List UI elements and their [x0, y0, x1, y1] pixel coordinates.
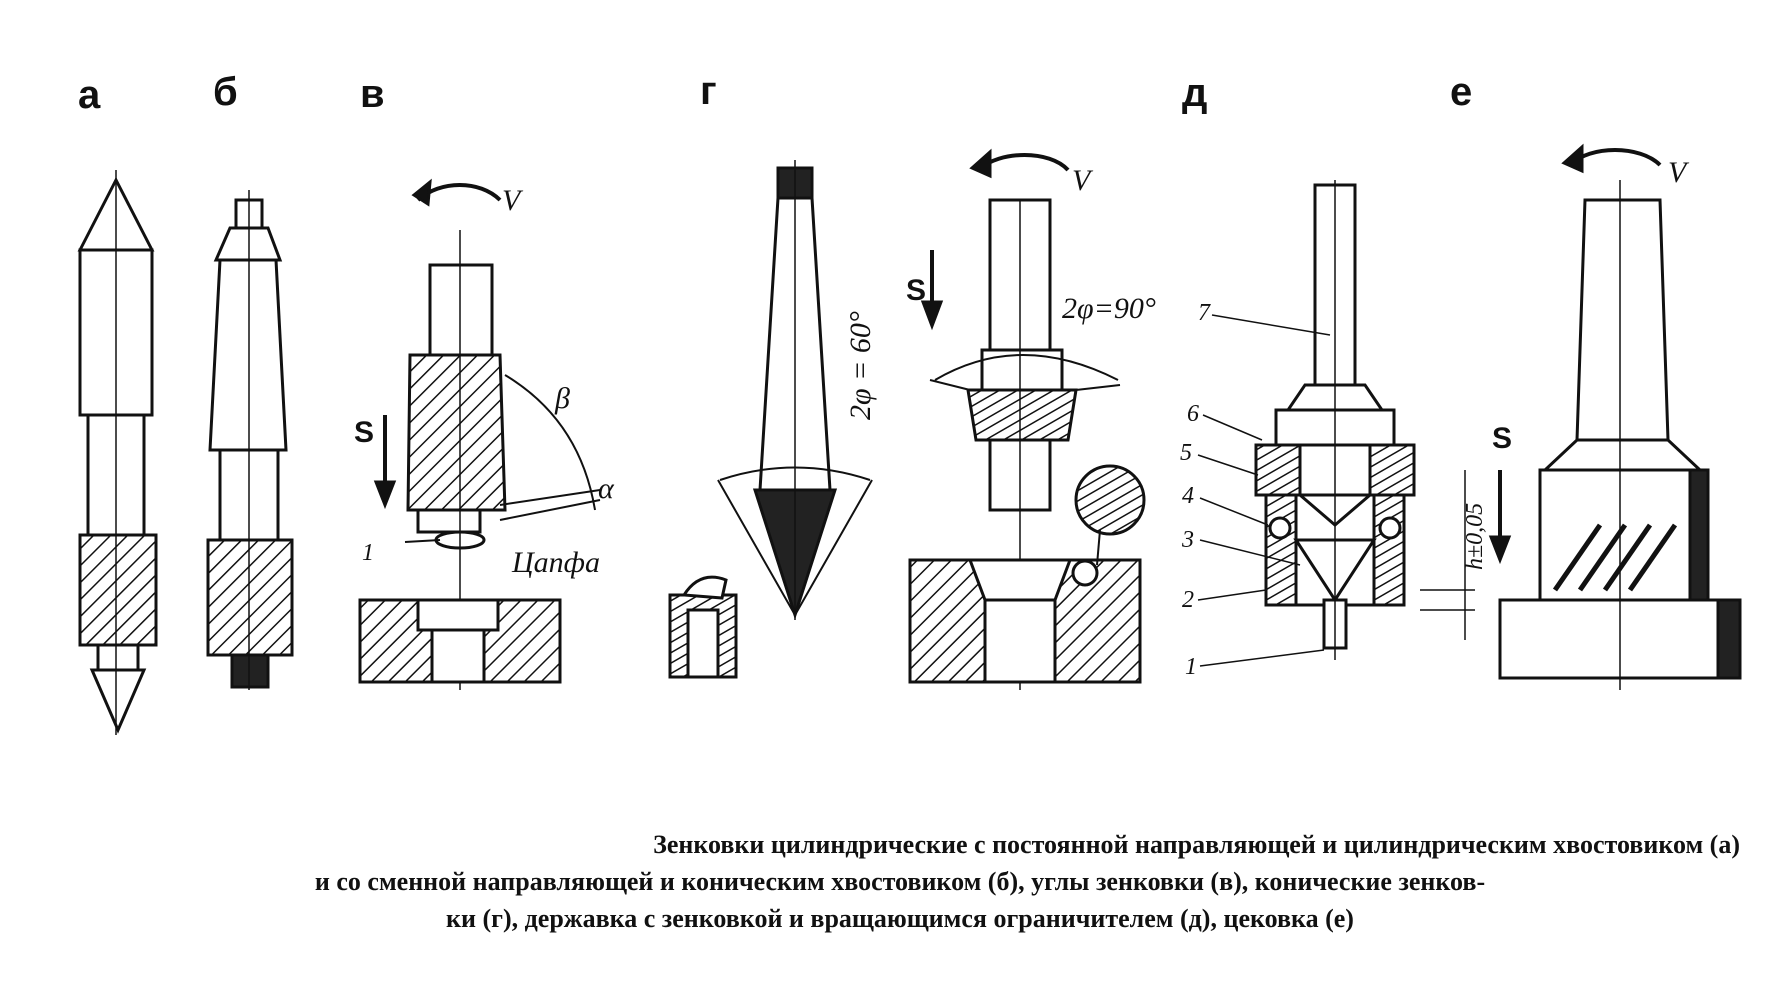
tool-e-counterbore [1488, 143, 1742, 690]
label-s-feed: S [354, 416, 374, 449]
label-v-rotation-e: V [1668, 156, 1690, 189]
caption-line-3: ки (г), державка с зенковкой и вращающим… [446, 904, 1354, 933]
panel-letter-a: а [78, 73, 101, 117]
label-alpha: α [598, 472, 615, 505]
panel-letter-b: б [213, 70, 238, 114]
label-v-rotation-g: V [1072, 164, 1094, 197]
label-part-1: 1 [1185, 654, 1197, 680]
label-part-2: 2 [1182, 587, 1194, 613]
tool-d-holder [1254, 180, 1475, 660]
label-v-rotation: V [502, 184, 524, 217]
tool-v [358, 178, 601, 690]
label-trunnion: Цапфа [511, 546, 600, 579]
leader-lines-d [1197, 314, 1331, 667]
figure-caption: Зенковки цилиндрические с постоянной нап… [60, 826, 1740, 937]
panel-letter-d: д [1182, 71, 1207, 115]
label-angle-90: 2φ=90° [1062, 292, 1156, 325]
label-part-3: 3 [1181, 527, 1194, 553]
label-part-7: 7 [1198, 300, 1211, 326]
tool-g-conical-90 [908, 148, 1146, 690]
tool-b [206, 190, 294, 690]
caption-line-1: Зенковки цилиндрические с постоянной нап… [653, 830, 1740, 859]
label-s-feed-g: S [906, 274, 926, 307]
label-part-6: 6 [1187, 401, 1199, 427]
panel-letter-g: г [700, 69, 717, 113]
label-angle-60: 2φ = 60° [844, 311, 877, 420]
tool-g-conical-60 [717, 160, 873, 620]
tool-a [77, 170, 158, 735]
caption-line-2: и со сменной направляющей и коническим х… [314, 867, 1486, 896]
label-part-5: 5 [1180, 440, 1192, 466]
panel-letter-e: е [1450, 70, 1472, 114]
label-part-4: 4 [1182, 483, 1194, 509]
small-part-g [668, 575, 738, 679]
label-pilot-1: 1 [362, 540, 374, 566]
label-beta: β [554, 382, 570, 415]
label-s-feed-e: S [1492, 422, 1512, 455]
label-tolerance: h±0,05 [1462, 503, 1488, 570]
panel-letter-v: в [360, 72, 385, 116]
